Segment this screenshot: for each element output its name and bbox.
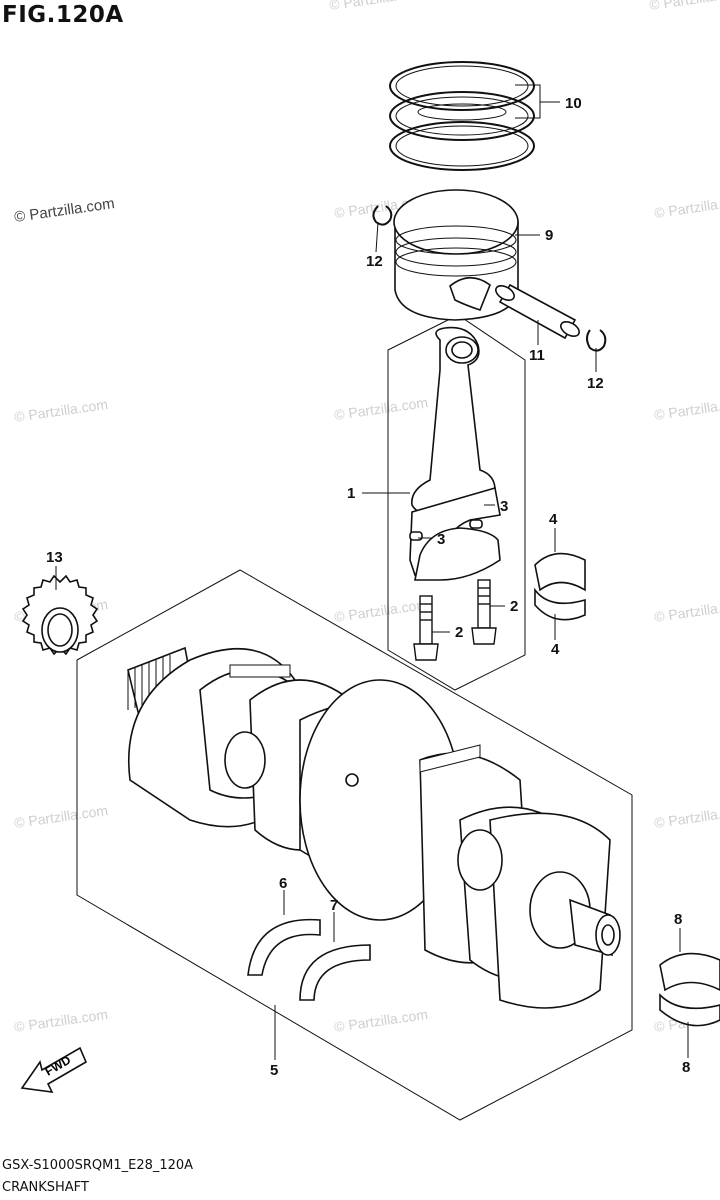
conrod-bolts bbox=[413, 579, 497, 661]
watermark: © Partzilla.com bbox=[653, 394, 720, 423]
thrust-bearings bbox=[247, 918, 371, 1001]
watermark: © Partzilla.com bbox=[333, 1006, 429, 1035]
callout-9: 9 bbox=[545, 227, 553, 244]
callout-11: 11 bbox=[529, 347, 545, 364]
watermark: © Partzilla.com bbox=[333, 596, 429, 625]
connecting-rod bbox=[409, 326, 501, 581]
figure-caption: CRANKSHAFT bbox=[2, 1180, 89, 1195]
crankshaft bbox=[127, 646, 621, 1009]
watermark: © Partzilla.com bbox=[13, 195, 115, 226]
callout-10: 10 bbox=[565, 95, 582, 112]
forward-arrow: FWD bbox=[20, 1046, 88, 1093]
callout-8-upper: 8 bbox=[674, 911, 682, 928]
callout-6: 6 bbox=[279, 875, 287, 892]
callout-4-upper: 4 bbox=[549, 511, 558, 528]
piston bbox=[393, 189, 519, 321]
callout-3-lower: 3 bbox=[437, 531, 445, 548]
watermark: © Partzilla.com bbox=[653, 802, 720, 831]
conrod-bearings bbox=[534, 552, 586, 621]
watermark: © Partzilla.com bbox=[653, 596, 720, 625]
figure-title: FIG.120A bbox=[2, 2, 124, 28]
drive-gear bbox=[21, 574, 99, 656]
main-bearings bbox=[659, 952, 720, 1027]
callout-3-upper: 3 bbox=[500, 498, 508, 515]
callout-13: 13 bbox=[46, 549, 63, 566]
callouts: 10 9 12 11 12 1 3 3 2 2 4 4 13 6 7 5 8 8 bbox=[46, 95, 690, 1079]
crankshaft-group-frame bbox=[76, 569, 633, 1121]
watermark: © Partzilla.com bbox=[333, 394, 429, 423]
leader-lines bbox=[55, 84, 689, 1060]
watermark: © Partzilla.com bbox=[653, 192, 720, 221]
callout-4-lower: 4 bbox=[551, 641, 560, 658]
callout-2-left: 2 bbox=[455, 624, 463, 641]
watermark: © Partzilla.com bbox=[328, 0, 424, 13]
callout-8-lower: 8 bbox=[682, 1059, 690, 1076]
callout-5: 5 bbox=[270, 1062, 278, 1079]
circlips bbox=[372, 205, 607, 352]
callout-12-left: 12 bbox=[366, 253, 383, 270]
callout-12-right: 12 bbox=[587, 375, 604, 392]
callout-1: 1 bbox=[347, 485, 355, 502]
model-code: GSX-S1000SRQM1_E28_120A bbox=[2, 1158, 194, 1173]
watermark: © Partzilla.com bbox=[13, 396, 109, 425]
watermark: © Partzilla.com bbox=[648, 0, 720, 13]
callout-7: 7 bbox=[330, 897, 338, 914]
watermark: © Partzilla.com bbox=[13, 1006, 109, 1035]
watermark: © Partzilla.com bbox=[13, 802, 109, 831]
callout-2-right: 2 bbox=[510, 598, 518, 615]
piston-pin bbox=[495, 283, 580, 340]
piston-rings bbox=[389, 61, 535, 171]
